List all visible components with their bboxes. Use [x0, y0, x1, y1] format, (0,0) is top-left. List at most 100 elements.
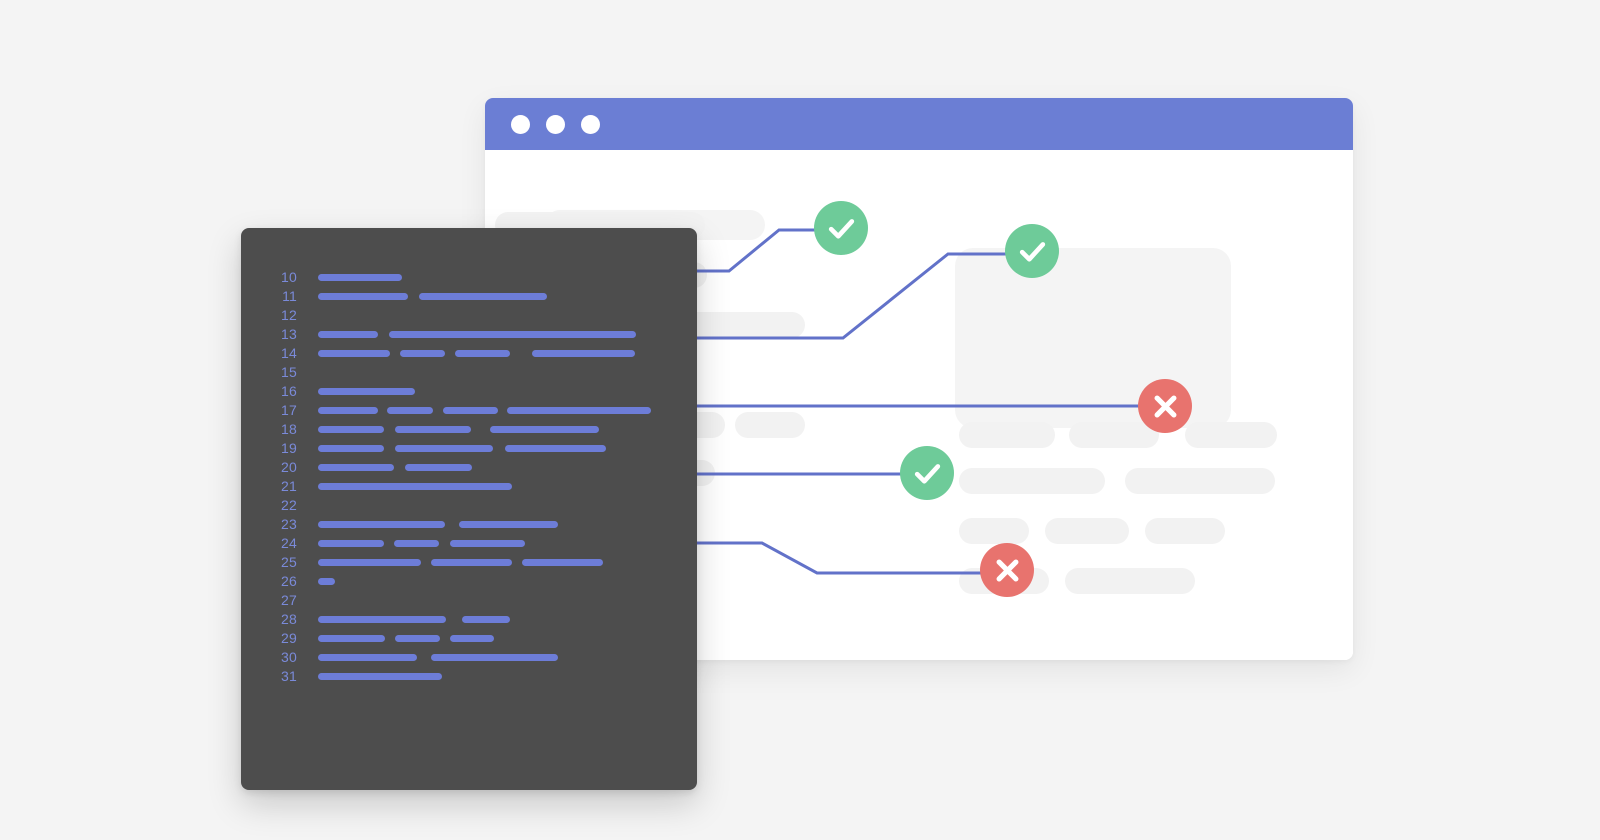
code-line-row: 22 — [241, 496, 697, 515]
line-number: 22 — [281, 497, 297, 513]
line-number: 25 — [281, 554, 297, 570]
skeleton-row — [1045, 518, 1129, 544]
traffic-light-green-icon[interactable] — [581, 114, 600, 134]
code-token-group — [318, 458, 472, 477]
code-line-row: 10 — [241, 268, 697, 287]
line-number: 27 — [281, 592, 297, 608]
code-token-group — [318, 515, 558, 534]
code-token-group — [318, 287, 547, 306]
line-number: 23 — [281, 516, 297, 532]
line-number: 14 — [281, 345, 297, 361]
check-circle-icon[interactable] — [900, 446, 954, 500]
code-token-bar — [443, 407, 498, 414]
x-circle-icon[interactable] — [980, 543, 1034, 597]
code-line-row: 26 — [241, 572, 697, 591]
code-token-bar — [395, 635, 440, 642]
code-token-group — [318, 629, 494, 648]
code-token-bar — [394, 540, 439, 547]
code-token-bar — [318, 654, 417, 661]
line-number: 31 — [281, 668, 297, 684]
line-number: 24 — [281, 535, 297, 551]
line-number: 19 — [281, 440, 297, 456]
code-token-group — [318, 439, 606, 458]
code-token-bar — [318, 521, 445, 528]
code-token-bar — [532, 350, 635, 357]
check-circle-icon[interactable] — [814, 201, 868, 255]
code-line-row: 21 — [241, 477, 697, 496]
x-circle-icon[interactable] — [1138, 379, 1192, 433]
code-token-bar — [490, 426, 599, 433]
code-line-row: 18 — [241, 420, 697, 439]
code-token-bar — [318, 559, 421, 566]
code-token-bar — [522, 559, 603, 566]
skeleton-row — [1185, 422, 1277, 448]
code-token-bar — [318, 388, 415, 395]
line-number: 26 — [281, 573, 297, 589]
code-line-row: 29 — [241, 629, 697, 648]
skeleton-row — [959, 468, 1105, 494]
code-token-bar — [405, 464, 472, 471]
code-token-bar — [505, 445, 606, 452]
code-token-bar — [387, 407, 433, 414]
code-token-bar — [389, 331, 636, 338]
code-line-row: 13 — [241, 325, 697, 344]
code-token-bar — [318, 673, 442, 680]
traffic-light-yellow-icon[interactable] — [546, 114, 565, 134]
code-line-row: 28 — [241, 610, 697, 629]
code-token-bar — [318, 445, 384, 452]
line-number: 29 — [281, 630, 297, 646]
line-number: 16 — [281, 383, 297, 399]
line-number: 13 — [281, 326, 297, 342]
skeleton-row — [959, 518, 1029, 544]
code-token-bar — [318, 331, 378, 338]
code-token-bar — [455, 350, 510, 357]
code-token-group — [318, 572, 335, 591]
skeleton-row — [1069, 422, 1159, 448]
code-line-row: 17 — [241, 401, 697, 420]
code-line-row: 30 — [241, 648, 697, 667]
code-token-bar — [450, 635, 494, 642]
code-token-bar — [507, 407, 651, 414]
code-token-bar — [459, 521, 558, 528]
code-token-bar — [318, 274, 402, 281]
code-token-bar — [419, 293, 547, 300]
code-token-group — [318, 382, 415, 401]
traffic-light-red-icon[interactable] — [511, 114, 530, 134]
code-token-group — [318, 648, 558, 667]
code-token-group — [318, 553, 603, 572]
skeleton-row — [1125, 468, 1275, 494]
skeleton-row — [735, 412, 805, 438]
code-token-group — [318, 344, 635, 363]
code-line-row: 12 — [241, 306, 697, 325]
code-token-group — [318, 610, 510, 629]
line-number: 18 — [281, 421, 297, 437]
browser-titlebar — [485, 98, 1353, 150]
line-number: 11 — [282, 288, 297, 304]
code-line-row: 14 — [241, 344, 697, 363]
code-token-group — [318, 268, 402, 287]
code-line-row: 11 — [241, 287, 697, 306]
line-number: 20 — [281, 459, 297, 475]
line-number: 17 — [281, 402, 297, 418]
code-line-row: 31 — [241, 667, 697, 686]
code-token-group — [318, 534, 525, 553]
skeleton-row — [1065, 568, 1195, 594]
code-token-bar — [318, 635, 385, 642]
code-token-bar — [450, 540, 525, 547]
code-line-row: 27 — [241, 591, 697, 610]
code-token-bar — [318, 483, 512, 490]
code-token-bar — [395, 445, 493, 452]
code-token-bar — [318, 350, 390, 357]
code-token-group — [318, 420, 599, 439]
check-circle-icon[interactable] — [1005, 224, 1059, 278]
code-line-row: 23 — [241, 515, 697, 534]
code-token-bar — [318, 426, 384, 433]
code-line-row: 24 — [241, 534, 697, 553]
code-token-group — [318, 401, 651, 420]
code-line-row: 25 — [241, 553, 697, 572]
code-token-group — [318, 477, 512, 496]
line-number: 21 — [281, 478, 297, 494]
